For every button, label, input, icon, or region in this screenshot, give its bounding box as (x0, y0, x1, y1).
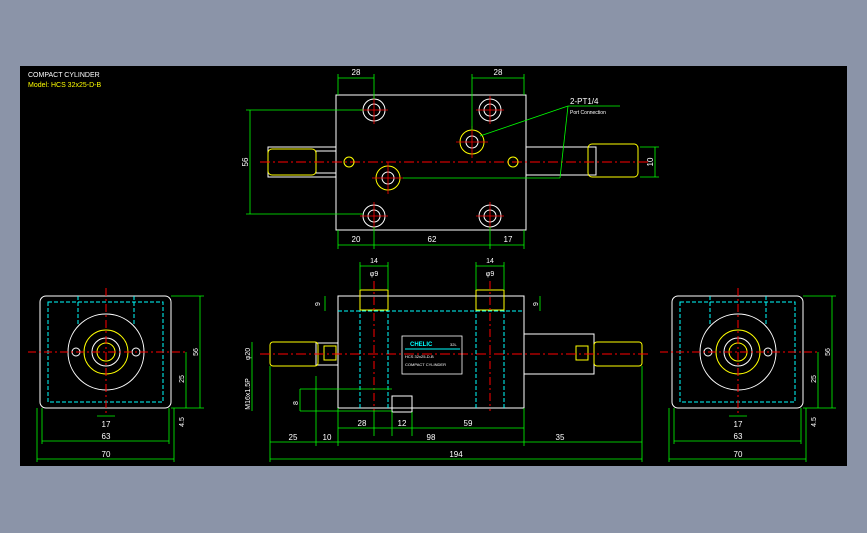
dim-side-inner-right: 63 (734, 432, 743, 441)
dim-top-height: 56 (241, 157, 250, 166)
dim-top-bottom-b: 62 (428, 235, 437, 244)
side-view-left: 56 25 4.5 17 63 70 (28, 288, 204, 462)
dim-front-small: 8 (293, 401, 300, 405)
dim-front-b6: 98 (427, 433, 436, 442)
dim-front-thread: M16x1.5P (245, 378, 252, 410)
dim-front-b3: 28 (358, 419, 367, 428)
top-view: 28 28 56 10 20 62 17 2-PT1/4 Port Connec… (241, 68, 659, 249)
dim-front-hole-left: φ9 (370, 271, 379, 278)
nameplate-brand: CHELIC (410, 342, 433, 348)
dim-side-low-left: 4.5 (179, 417, 186, 427)
dim-front-side-left: 9 (315, 302, 322, 306)
dim-side-inner-left: 63 (102, 432, 111, 441)
dim-front-top-left: 14 (370, 258, 378, 265)
drawing-model: Model: HCS 32x25-D-B (28, 82, 101, 89)
dim-side-mid-right: 25 (811, 375, 818, 383)
drawing-sheet: COMPACT CYLINDER Model: HCS 32x25-D-B (20, 66, 847, 466)
dim-front-b7: 35 (556, 433, 565, 442)
side-view-right: 56 25 4.5 17 63 70 (660, 288, 836, 462)
port-callout: 2-PT1/4 (570, 97, 599, 106)
dim-front-total: 194 (449, 450, 463, 459)
dim-side-bore-left: 17 (102, 420, 111, 429)
dim-top-bottom-c: 17 (504, 235, 513, 244)
nameplate-tag: 32L (450, 342, 457, 347)
dim-front-b1: 25 (289, 433, 298, 442)
dim-front-top-right: 14 (486, 258, 494, 265)
dim-front-b4: 12 (398, 419, 407, 428)
dim-front-hole-right: φ9 (486, 271, 495, 278)
dim-front-b2: 10 (323, 433, 332, 442)
dim-top-right-width: 28 (494, 68, 503, 77)
dim-side-height-right: 56 (825, 348, 832, 356)
dim-side-mid-left: 25 (179, 375, 186, 383)
dim-side-outer-right: 70 (734, 450, 743, 459)
dim-side-bore-right: 17 (734, 420, 743, 429)
dim-side-low-right: 4.5 (811, 417, 818, 427)
dim-top-bottom-a: 20 (352, 235, 361, 244)
cad-drawing: COMPACT CYLINDER Model: HCS 32x25-D-B (28, 68, 836, 462)
dim-side-height-left: 56 (193, 348, 200, 356)
dim-front-side-right: 9 (533, 302, 540, 306)
drawing-title: COMPACT CYLINDER (28, 72, 100, 79)
front-view: CHELIC 32L HCS 32x25-D-B COMPACT CYLINDE… (245, 258, 650, 462)
dim-top-rod-dia: 10 (646, 157, 655, 166)
dim-top-left-width: 28 (352, 68, 361, 77)
dim-side-outer-left: 70 (102, 450, 111, 459)
dim-front-rod-dia: φ20 (245, 348, 252, 360)
nameplate-line1: HCS 32x25-D-B (405, 354, 434, 359)
port-note: Port Connection (570, 110, 606, 116)
nameplate-line2: COMPACT CYLINDER (405, 362, 446, 367)
dim-front-b5: 59 (464, 419, 473, 428)
